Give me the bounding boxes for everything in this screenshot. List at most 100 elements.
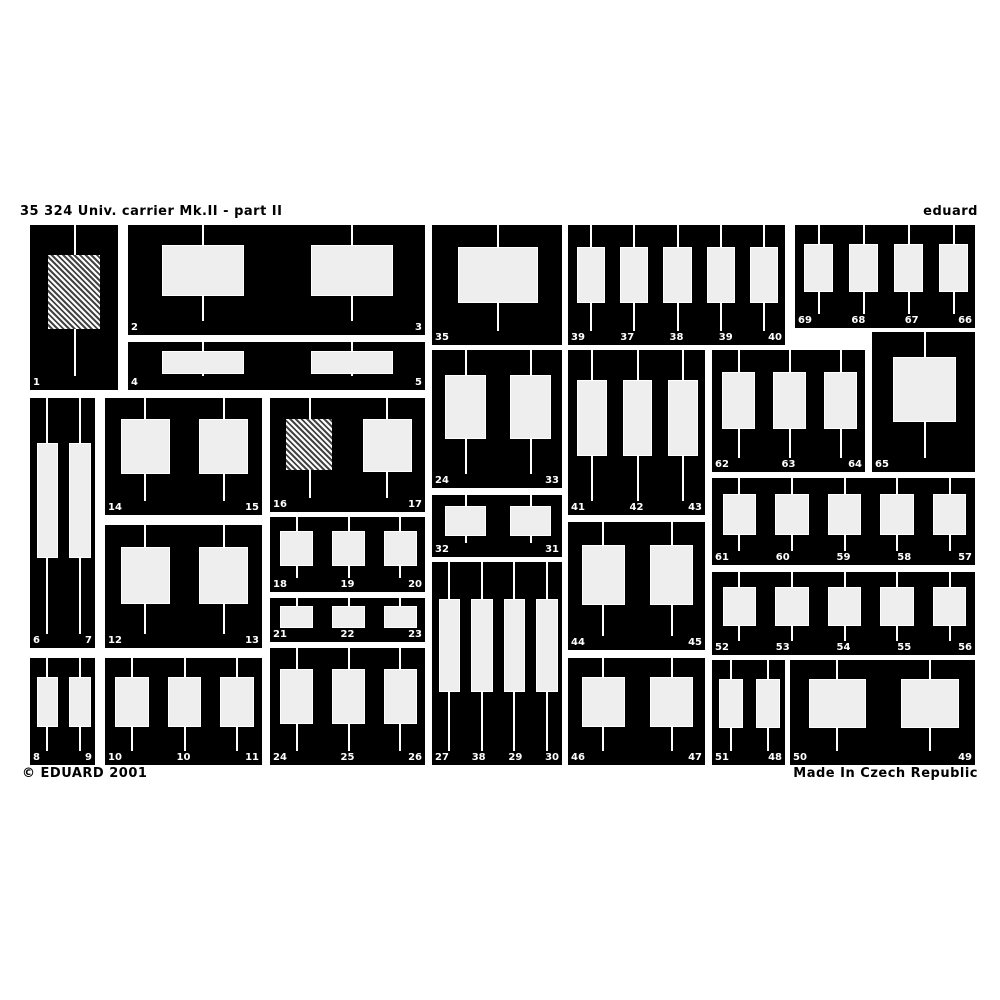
etched-part xyxy=(199,547,249,605)
part-number-label: 22 xyxy=(340,629,355,640)
part-number-label: 10 xyxy=(176,752,191,763)
part-number-label: 59 xyxy=(836,552,851,563)
part-number-label: 10 xyxy=(108,752,122,763)
part-number-label: 20 xyxy=(408,579,422,590)
part-number-label: 9 xyxy=(85,752,92,763)
part-number-label: 24 xyxy=(435,475,449,486)
etched-part xyxy=(808,678,866,729)
etched-part xyxy=(503,598,525,692)
etched-part xyxy=(162,244,245,297)
part-number-label: 52 xyxy=(715,642,729,653)
origin-label: Made In Czech Republic xyxy=(793,766,978,781)
etched-part xyxy=(36,443,58,558)
part-number-label: 48 xyxy=(768,752,782,763)
etched-part xyxy=(581,545,625,605)
etched-part xyxy=(719,678,744,729)
etched-part xyxy=(750,246,779,303)
etched-part xyxy=(332,605,365,628)
part-number-label: 56 xyxy=(958,642,972,653)
part-number-label: 37 xyxy=(620,332,635,343)
etched-part xyxy=(120,419,170,474)
etched-part xyxy=(894,243,923,292)
etched-part xyxy=(939,243,968,292)
etched-part xyxy=(220,677,254,728)
part-number-label: 19 xyxy=(340,579,355,590)
part-number-label: 11 xyxy=(245,752,259,763)
etched-part xyxy=(115,677,149,728)
part-number-label: 60 xyxy=(775,552,790,563)
part-number-label: 21 xyxy=(273,629,287,640)
etched-part xyxy=(332,669,365,724)
etched-part xyxy=(932,586,967,627)
etched-part xyxy=(901,678,959,729)
etched-part xyxy=(581,677,625,728)
part-number-label: 58 xyxy=(897,552,912,563)
etched-part xyxy=(576,246,605,303)
part-number-label: 57 xyxy=(958,552,972,563)
part-number-label: 31 xyxy=(545,544,559,555)
part-number-label: 7 xyxy=(85,635,92,646)
part-number-label: 53 xyxy=(775,642,790,653)
etched-part xyxy=(706,246,735,303)
part-number-label: 23 xyxy=(408,629,422,640)
copyright-label: © EDUARD 2001 xyxy=(22,766,148,781)
etched-part xyxy=(849,243,878,292)
part-number-label: 54 xyxy=(836,642,851,653)
fret-panel-p51: 51 48 xyxy=(712,660,785,765)
part-number-label: 43 xyxy=(688,502,702,513)
etched-part xyxy=(438,598,460,692)
etched-part xyxy=(310,244,393,297)
part-number-label: 25 xyxy=(340,752,355,763)
part-numbers: 51 48 xyxy=(715,752,782,763)
part-number-label: 38 xyxy=(669,332,684,343)
etched-part xyxy=(755,678,780,729)
fret-panel-p65: 65 xyxy=(872,332,975,472)
part-number-label: 4 xyxy=(131,377,138,388)
part-number-label: 2 xyxy=(131,322,138,333)
part-numbers: 10 10 11 xyxy=(108,752,259,763)
etched-part xyxy=(383,669,417,724)
etched-part xyxy=(510,374,551,439)
etched-part xyxy=(310,350,393,375)
etched-part xyxy=(162,350,245,375)
etched-part xyxy=(280,605,314,628)
etched-part xyxy=(663,246,692,303)
etched-part xyxy=(36,677,58,728)
etched-part xyxy=(47,254,101,329)
part-number-label: 51 xyxy=(715,752,729,763)
part-number-label: 13 xyxy=(245,635,259,646)
part-number-label: 40 xyxy=(768,332,782,343)
etched-part xyxy=(120,547,170,605)
part-number-label: 65 xyxy=(875,459,889,470)
etched-part xyxy=(722,493,757,535)
photo-etch-fret: 35 324 Univ. carrier Mk.II - part II edu… xyxy=(18,200,986,788)
part-number-label: 8 xyxy=(33,752,40,763)
etched-part xyxy=(668,379,698,456)
